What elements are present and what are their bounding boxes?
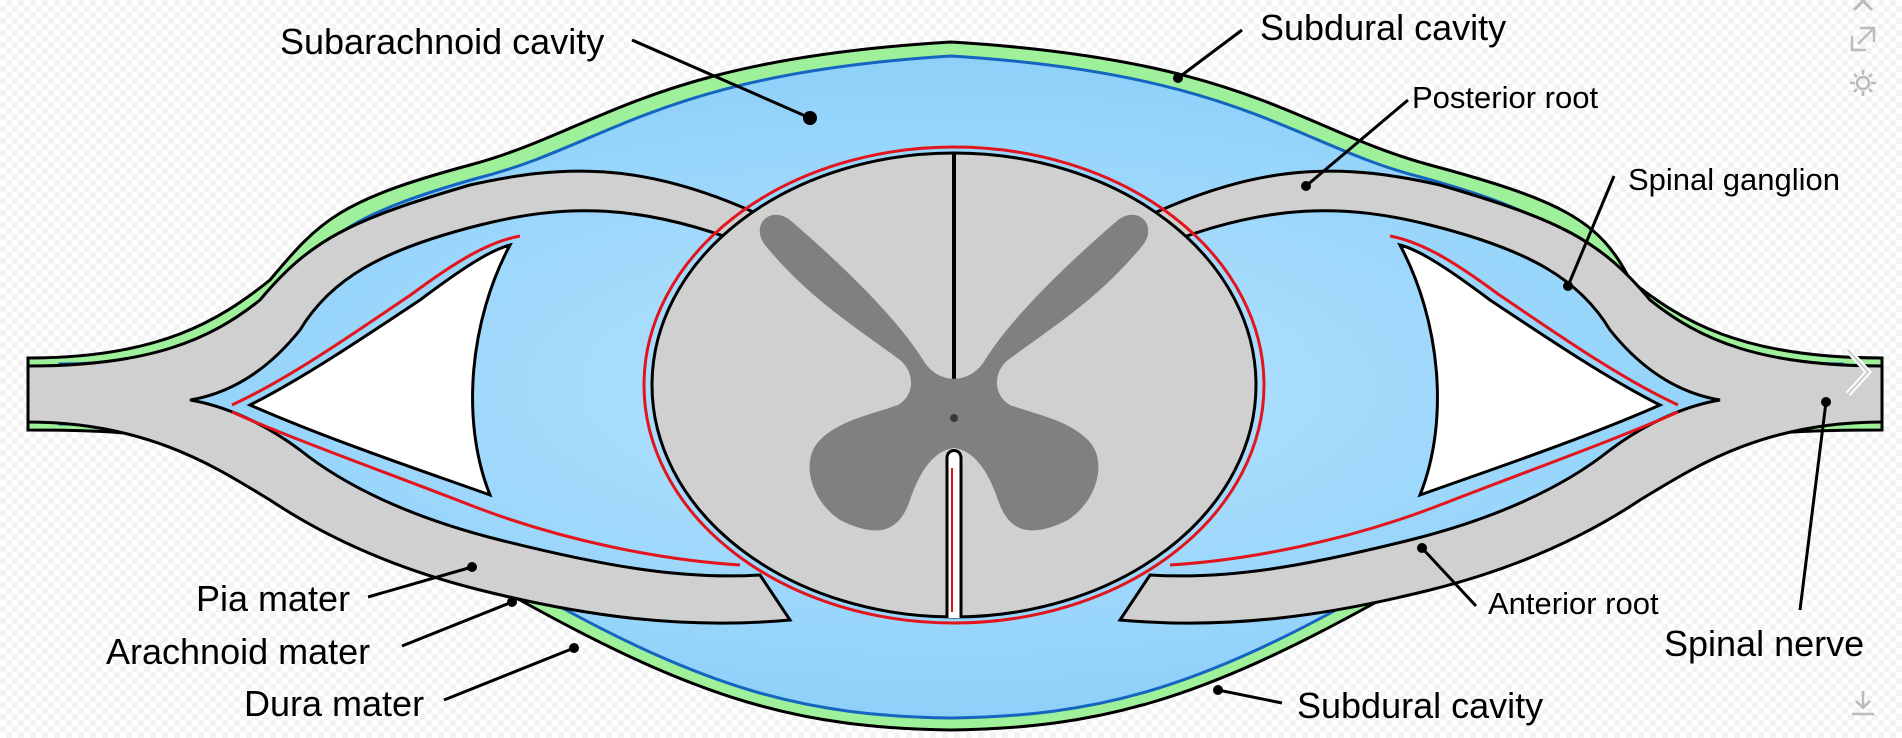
settings-icon[interactable] <box>1846 66 1880 100</box>
label-arachnoid-mater: Arachnoid mater <box>106 631 370 672</box>
label-anterior-root: Anterior root <box>1488 586 1659 621</box>
label-subdural-cavity-top: Subdural cavity <box>1260 7 1506 48</box>
label-pia-mater: Pia mater <box>196 578 350 619</box>
next-arrow-icon[interactable] <box>1838 342 1878 402</box>
left-inner-space <box>246 242 513 498</box>
anterior-median-fissure <box>945 449 963 618</box>
label-subarachnoid-cavity: Subarachnoid cavity <box>280 21 604 62</box>
expand-icon[interactable] <box>1846 22 1880 56</box>
label-spinal-ganglion: Spinal ganglion <box>1628 162 1840 197</box>
label-spinal-nerve: Spinal nerve <box>1664 623 1864 664</box>
central-canal <box>950 414 958 422</box>
close-icon[interactable] <box>1846 0 1880 18</box>
label-posterior-root: Posterior root <box>1412 80 1598 115</box>
spinal-cord-grey-matter <box>759 214 1149 531</box>
label-subdural-cavity-bottom: Subdural cavity <box>1297 685 1543 726</box>
download-icon[interactable] <box>1846 686 1880 720</box>
right-root-bundle <box>1117 169 1884 625</box>
right-inner-space <box>1397 242 1664 498</box>
label-dura-mater: Dura mater <box>244 683 424 724</box>
leader-lines <box>367 28 1831 705</box>
pia-mater-layer <box>642 145 1266 625</box>
left-root-bundle <box>26 169 793 625</box>
